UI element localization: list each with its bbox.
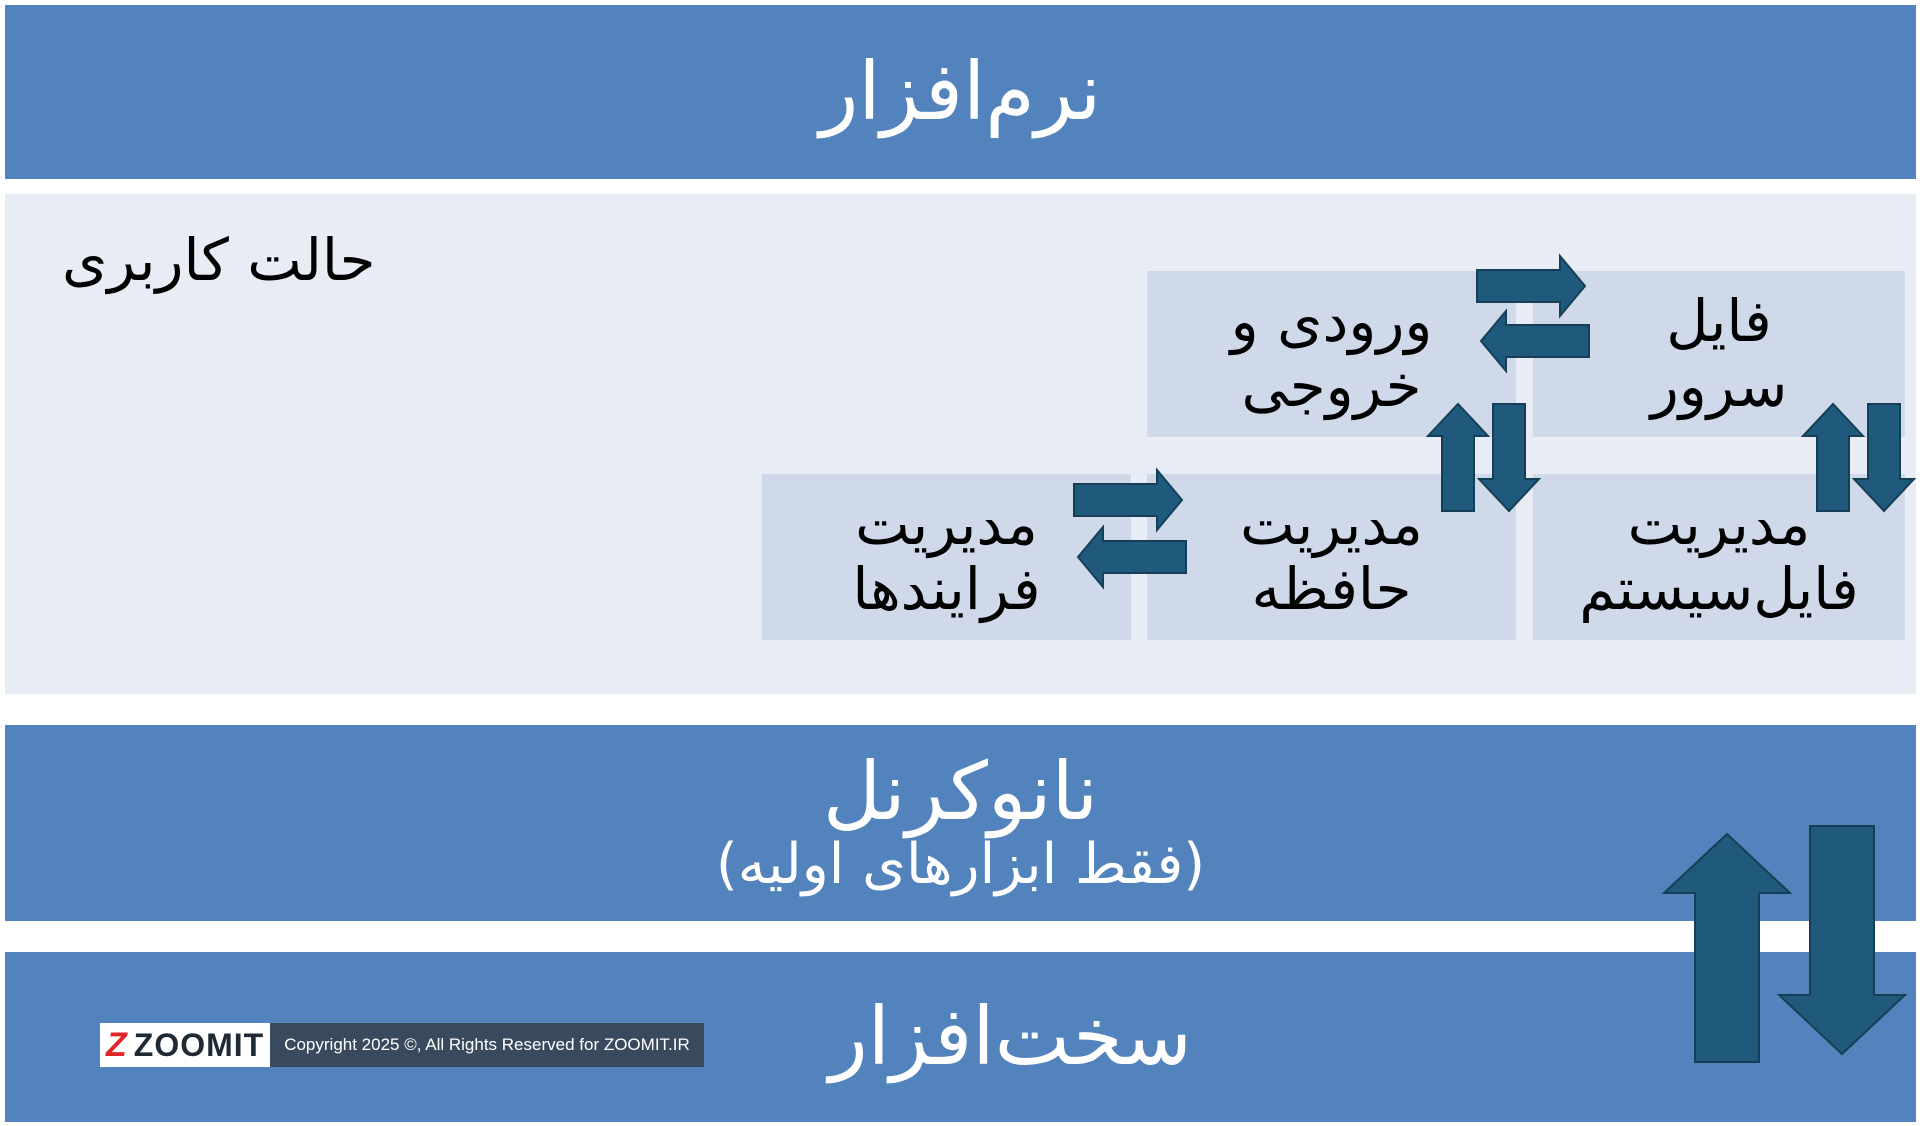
io-line2: خروجی — [1241, 352, 1422, 420]
process-management-line2: فرایندها — [852, 555, 1041, 623]
filesystem-management-line2: فایل‌سیستم — [1579, 555, 1859, 623]
software-band: نرم‌افزار — [5, 5, 1916, 179]
file-server-box: فایل سرور — [1533, 271, 1905, 437]
memory-management-box: مدیریت حافظه — [1147, 474, 1516, 640]
file-server-line2: سرور — [1650, 352, 1788, 420]
memory-management-line1: مدیریت — [1240, 490, 1423, 559]
zoomit-watermark: Z ZOOMIT Copyright 2025 ©, All Rights Re… — [100, 1023, 704, 1067]
process-management-box: مدیریت فرایندها — [762, 474, 1131, 640]
nanokernel-title: نانوکرنل — [822, 745, 1099, 839]
zoomit-z-icon: Z — [106, 1025, 128, 1064]
nanokernel-band: نانوکرنل (فقط ابزارهای اولیه) — [5, 725, 1916, 921]
user-mode-label: حالت کاربری — [62, 226, 376, 294]
io-service-box: ورودی و خروجی — [1147, 271, 1516, 437]
software-title: نرم‌افزار — [819, 45, 1102, 138]
file-server-line1: فایل — [1666, 287, 1772, 356]
hardware-title: سخت‌افزار — [829, 990, 1192, 1083]
memory-management-line2: حافظه — [1251, 555, 1412, 623]
zoomit-brand-text: ZOOMIT — [133, 1026, 265, 1063]
io-line1: ورودی و — [1230, 287, 1433, 356]
copyright-text: Copyright 2025 ©, All Rights Reserved fo… — [270, 1023, 704, 1067]
nanokernel-subtitle: (فقط ابزارهای اولیه) — [715, 832, 1206, 898]
filesystem-management-line1: مدیریت — [1627, 490, 1811, 559]
filesystem-management-box: مدیریت فایل‌سیستم — [1533, 474, 1905, 640]
zoomit-logo: Z ZOOMIT — [100, 1023, 271, 1067]
process-management-line1: مدیریت — [855, 490, 1038, 559]
